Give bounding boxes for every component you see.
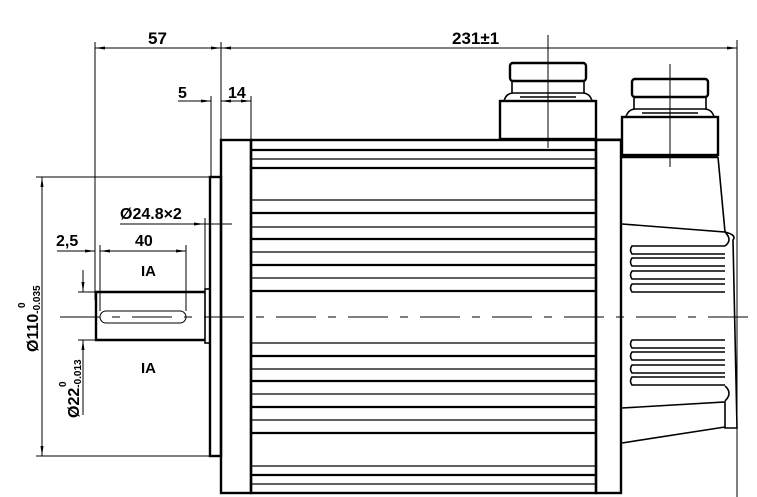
- motor-body: [249, 138, 623, 495]
- dim-57-label: 57: [148, 29, 167, 48]
- dim-40: 40 2,5: [56, 233, 187, 311]
- shaft-diameter-lower: -0.013: [73, 359, 84, 388]
- rear-fin: [629, 270, 725, 280]
- pilot-diameter-base: Ø110: [25, 314, 42, 352]
- svg-text:Ø22-0.013: Ø22-0.013: [66, 359, 84, 418]
- encoder-connector: [596, 64, 720, 167]
- pilot-diameter-lower: -0.035: [32, 285, 43, 314]
- dim-2-5-label: 2,5: [56, 233, 78, 250]
- shaft-diameter-upper: 0: [58, 381, 69, 387]
- dim-chamfer: Ø24.8×2: [120, 206, 232, 292]
- dim-pilot-diameter: Ø110-0.035 0: [17, 176, 210, 457]
- rear-fin: [629, 339, 725, 349]
- dim-57: 57: [94, 29, 222, 300]
- dim-5-label: 5: [178, 85, 187, 102]
- rear-fin: [629, 245, 725, 255]
- shaft: [94, 288, 211, 344]
- rear-cover: [621, 156, 738, 444]
- rear-fin: [629, 351, 725, 361]
- rear-fin: [629, 376, 725, 386]
- pilot-diameter-upper: 0: [17, 302, 28, 308]
- rear-fin: [629, 364, 725, 374]
- dim-231: 231±1: [221, 29, 738, 497]
- dim-40-label: 40: [135, 233, 153, 250]
- shaft-diameter-base: Ø22: [66, 388, 83, 418]
- section-label-bottom: IA: [141, 360, 156, 377]
- svg-text:Ø110-0.035: Ø110-0.035: [25, 285, 43, 352]
- dim-5-14: 5 14: [178, 85, 252, 177]
- rear-fin: [629, 257, 725, 267]
- power-connector: [498, 35, 598, 148]
- dim-14-label: 14: [228, 85, 246, 102]
- dim-shaft-diameter: Ø22-0.013 0: [58, 270, 95, 418]
- dim-231-label: 231±1: [452, 29, 499, 48]
- rear-fin: [629, 283, 725, 293]
- section-label-top: IA: [141, 263, 156, 280]
- dim-chamfer-label: Ø24.8×2: [120, 206, 182, 223]
